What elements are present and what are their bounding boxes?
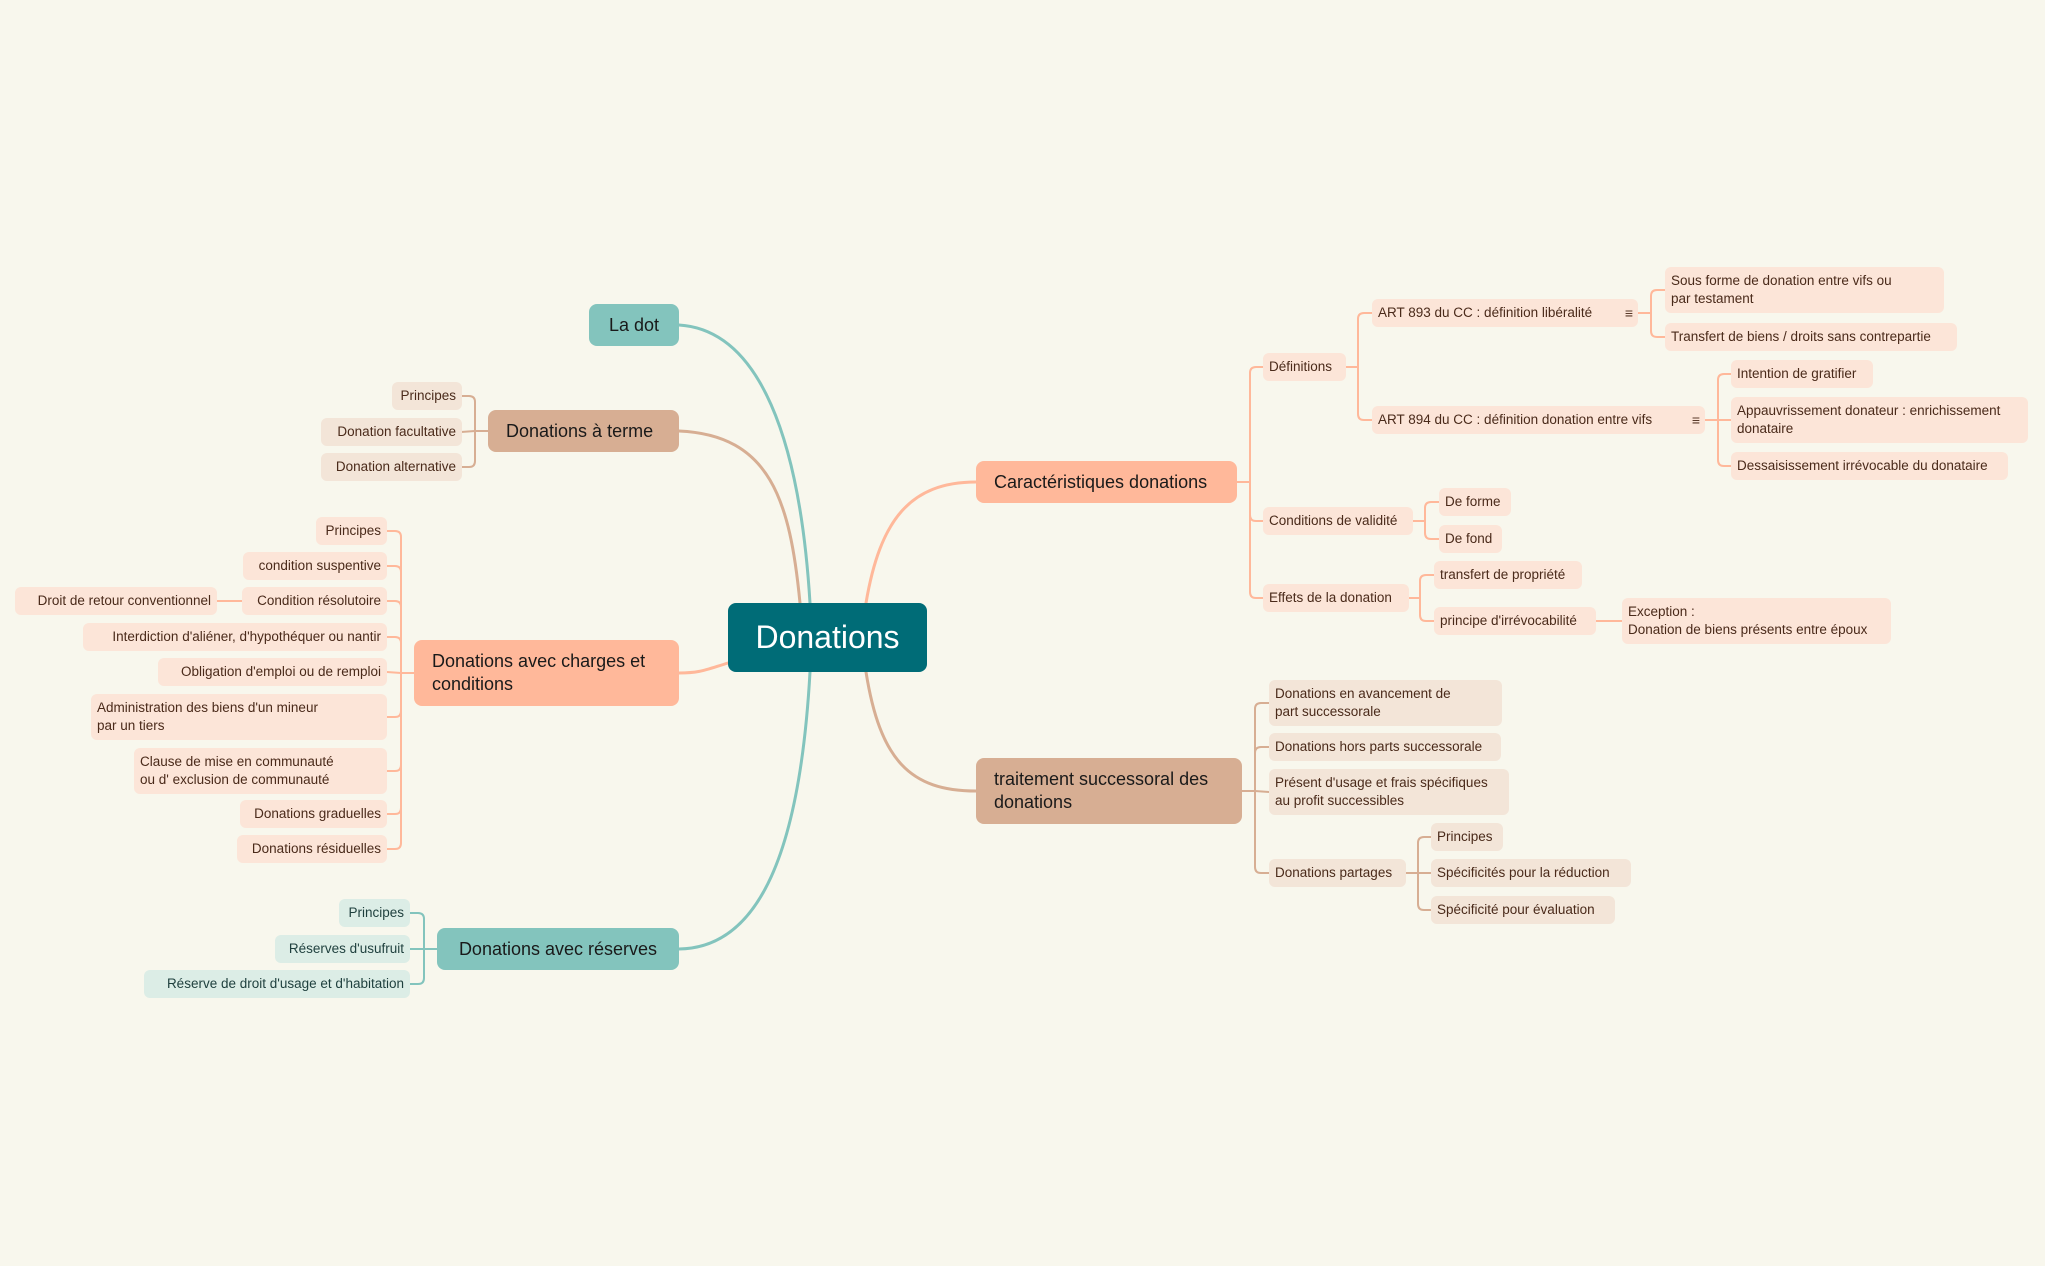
link-successoral-child-2 [1254,790,1270,793]
topic-traitement-successoral[interactable]: traitement successoral des donations [976,758,1242,824]
subtopic-hors-parts[interactable]: Donations hors parts successorale [1269,733,1501,761]
subtopic-effets-donation[interactable]: Effets de la donation [1263,584,1409,612]
subtopic-droit-de-retour[interactable]: Droit de retour conventionnel [15,587,217,615]
link-conditions-child-0 [1424,501,1440,522]
link-charges-child-4 [386,671,402,674]
subtopic-appauvrissement[interactable]: Appauvrissement donateur : enrichissemen… [1731,397,2028,443]
subtopic-charges-principes[interactable]: Principes [316,517,387,545]
link-caracteristiques-child-0 [1249,366,1265,483]
link-charges-child-0 [386,530,402,674]
subtopic-terme-principes[interactable]: Principes [392,382,462,410]
subtopic-interdiction-aliener[interactable]: Interdiction d'aliéner, d'hypothéquer ou… [83,623,387,651]
central-topic[interactable]: Donations [728,603,927,672]
subtopic-transfert-biens[interactable]: Transfert de biens / droits sans contrep… [1665,323,1957,351]
link-reserves-child-0 [409,912,425,950]
subtopic-partages-principes[interactable]: Principes [1431,823,1503,851]
link-terme-child-0 [460,395,476,432]
subtopic-de-fond[interactable]: De fond [1439,525,1502,553]
subtopic-specificites-reduction[interactable]: Spécificités pour la réduction [1431,859,1631,887]
link-definitions-child-1 [1357,366,1373,421]
subtopic-intention-gratifier[interactable]: Intention de gratifier [1731,360,1873,388]
topic-donations-charges-conditions[interactable]: Donations avec charges et conditions [414,640,679,706]
link-art893-child-0 [1650,289,1666,314]
subtopic-reserves-usufruit[interactable]: Réserves d'usufruit [275,935,410,963]
link-charges-child-1 [386,565,402,674]
subtopic-reserve-usage-habitation[interactable]: Réserve de droit d'usage et d'habitation [144,970,410,998]
subtopic-clause-communaute[interactable]: Clause de mise en communauté ou d' exclu… [134,748,387,794]
subtopic-specificite-evaluation[interactable]: Spécificité pour évaluation [1431,896,1615,924]
topic-caracteristiques-donations[interactable]: Caractéristiques donations [976,461,1237,503]
link-charges-child-3 [386,636,402,674]
link-la-dot [677,323,812,605]
link-art894-child-0 [1717,373,1733,421]
link-caracteristiques-child-1 [1249,481,1265,522]
subtopic-donations-partages[interactable]: Donations partages [1269,859,1406,887]
subtopic-de-forme[interactable]: De forme [1439,488,1511,516]
notes-icon[interactable]: ≡ [1624,305,1633,321]
subtopic-avancement-part[interactable]: Donations en avancement de part successo… [1269,680,1502,726]
link-successoral-child-1 [1254,746,1270,792]
subtopic-reserves-principes[interactable]: Principes [339,899,410,927]
subtopic-condition-resolutoire[interactable]: Condition résolutoire [242,587,387,615]
art-893-label: ART 893 du CC : définition libéralité [1378,305,1593,320]
subtopic-obligation-emploi[interactable]: Obligation d'emploi ou de remploi [158,658,387,686]
link-terme [677,429,802,605]
subtopic-dessaisissement[interactable]: Dessaisissement irrévocable du donataire [1731,452,2008,480]
subtopic-donations-residuelles[interactable]: Donations résiduelles [237,835,387,863]
subtopic-transfert-propriete[interactable]: transfert de propriété [1434,561,1582,589]
link-charges-child-6 [386,672,402,772]
link-definitions-child-0 [1357,312,1373,368]
link-conditions-child-1 [1424,520,1440,540]
link-charges [677,661,730,675]
subtopic-donations-graduelles[interactable]: Donations graduelles [240,800,387,828]
link-partages-child-0 [1417,836,1433,874]
link-successoral-child-0 [1254,702,1270,792]
topic-donations-a-terme[interactable]: Donations à terme [488,410,679,452]
subtopic-sous-forme-donation[interactable]: Sous forme de donation entre vifs ou par… [1665,267,1944,313]
subtopic-definitions[interactable]: Définitions [1263,353,1346,381]
subtopic-donation-facultative[interactable]: Donation facultative [321,418,462,446]
subtopic-administration-biens[interactable]: Administration des biens d'un mineur par… [91,694,387,740]
subtopic-conditions-validite[interactable]: Conditions de validité [1263,507,1413,535]
link-successoral [864,670,978,793]
topic-la-dot[interactable]: La dot [589,304,679,346]
link-art893-child-1 [1650,312,1666,338]
link-charges-child-8 [386,672,402,850]
link-successoral-child-3 [1254,790,1270,874]
subtopic-condition-suspentive[interactable]: condition suspentive [243,552,387,580]
link-terme-child-2 [460,430,476,468]
link-terme-child-1 [460,430,476,433]
subtopic-present-usage[interactable]: Présent d'usage et frais spécifiques au … [1269,769,1509,815]
link-reserves-child-2 [409,948,425,985]
link-charges-child-2 [386,600,402,674]
link-partages-child-2 [1417,872,1433,911]
subtopic-art-894[interactable]: ART 894 du CC : définition donation entr… [1372,406,1705,434]
subtopic-principe-irrevocabilite[interactable]: principe d'irrévocabilité [1434,607,1596,635]
subtopic-art-893[interactable]: ART 893 du CC : définition libéralité ≡ [1372,299,1638,327]
link-reserves [677,670,812,951]
link-caracteristiques [864,480,978,605]
subtopic-donation-alternative[interactable]: Donation alternative [321,453,462,481]
link-charges-child-7 [386,672,402,815]
link-effets-child-0 [1419,574,1435,599]
topic-donations-reserves[interactable]: Donations avec réserves [437,928,679,970]
link-art894-child-2 [1717,419,1733,467]
notes-icon[interactable]: ≡ [1691,412,1700,428]
link-charges-child-5 [386,672,402,718]
subtopic-exception-epoux[interactable]: Exception : Donation de biens présents e… [1622,598,1891,644]
link-effets-child-1 [1419,597,1435,622]
link-caracteristiques-child-2 [1249,481,1265,599]
art-894-label: ART 894 du CC : définition donation entr… [1378,412,1653,427]
